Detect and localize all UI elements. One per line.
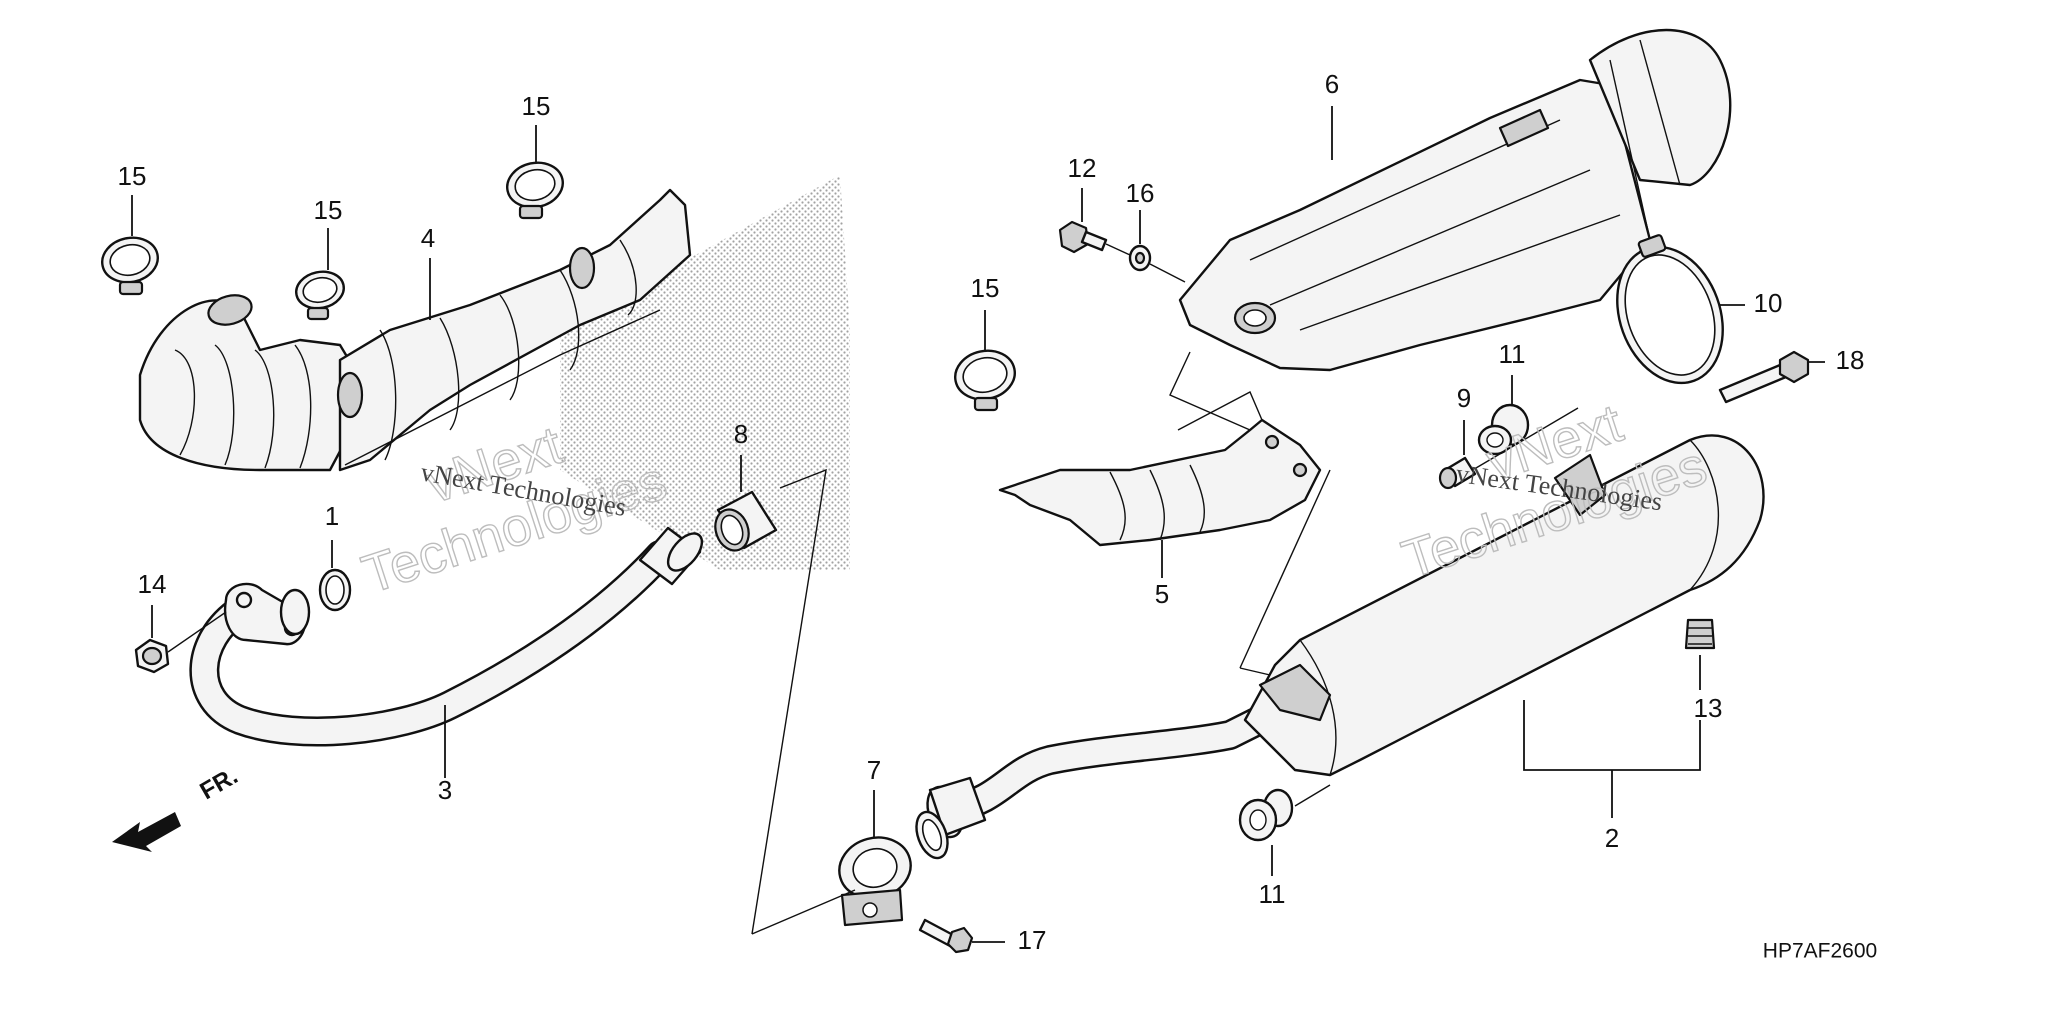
pipe-band-part bbox=[838, 790, 912, 927]
bolt-18 bbox=[1718, 350, 1825, 404]
callout-9: 9 bbox=[1457, 383, 1471, 413]
callout-7: 7 bbox=[867, 755, 881, 785]
bolt-12 bbox=[1058, 188, 1131, 256]
gasket-part bbox=[318, 540, 352, 612]
callout-11-lower: 11 bbox=[1259, 879, 1286, 909]
diagram-code: HP7AF2600 bbox=[1763, 940, 1877, 963]
assembly-lines bbox=[751, 468, 1331, 935]
collar-part bbox=[714, 455, 778, 552]
callout-14: 14 bbox=[138, 569, 167, 599]
heat-protector-part bbox=[138, 188, 692, 472]
collar-9 bbox=[1438, 407, 1579, 490]
callout-3: 3 bbox=[438, 775, 452, 805]
callout-17: 17 bbox=[1018, 925, 1047, 955]
callout-11-upper: 11 bbox=[1499, 339, 1526, 369]
rubber-mount-a bbox=[1477, 375, 1530, 456]
callout-1: 1 bbox=[325, 501, 339, 531]
muffler-band-part bbox=[1616, 234, 1745, 385]
callout-5: 5 bbox=[1155, 579, 1169, 609]
callout-16: 16 bbox=[1126, 178, 1155, 208]
callout-10: 10 bbox=[1754, 288, 1783, 318]
muffler-protector-part bbox=[998, 391, 1322, 578]
callout-8: 8 bbox=[734, 419, 748, 449]
rubber-mount-b bbox=[1238, 784, 1331, 876]
callout-6: 6 bbox=[1325, 69, 1339, 99]
washer-16 bbox=[1128, 210, 1186, 283]
callout-15-d: 15 bbox=[971, 273, 1000, 303]
callout-15-b: 15 bbox=[314, 195, 343, 225]
bolt-17 bbox=[918, 918, 1005, 954]
callout-12: 12 bbox=[1068, 153, 1097, 183]
callout-4: 4 bbox=[421, 223, 435, 253]
callout-15-c: 15 bbox=[522, 91, 551, 121]
shading-left bbox=[560, 175, 850, 570]
plug-13 bbox=[1684, 618, 1716, 690]
muffler-part bbox=[915, 434, 1765, 860]
hose-clamp-d bbox=[954, 310, 1016, 412]
callout-13: 13 bbox=[1694, 693, 1723, 723]
callouts: 1 2 3 4 5 6 7 8 9 10 11 11 12 13 14 15 1… bbox=[118, 69, 1865, 955]
nut-part bbox=[134, 605, 227, 674]
callout-18: 18 bbox=[1836, 345, 1865, 375]
hose-clamp-c bbox=[506, 125, 564, 220]
hose-clamp-a bbox=[101, 195, 159, 296]
muffler-cover-part bbox=[1169, 28, 1732, 431]
callout-15-a: 15 bbox=[118, 161, 147, 191]
exhaust-pipe-part bbox=[189, 526, 704, 778]
hose-clamp-b bbox=[295, 228, 345, 321]
front-mark-label: FR. bbox=[196, 762, 243, 805]
front-direction-mark: FR. bbox=[112, 762, 242, 852]
callout-2: 2 bbox=[1605, 823, 1619, 853]
